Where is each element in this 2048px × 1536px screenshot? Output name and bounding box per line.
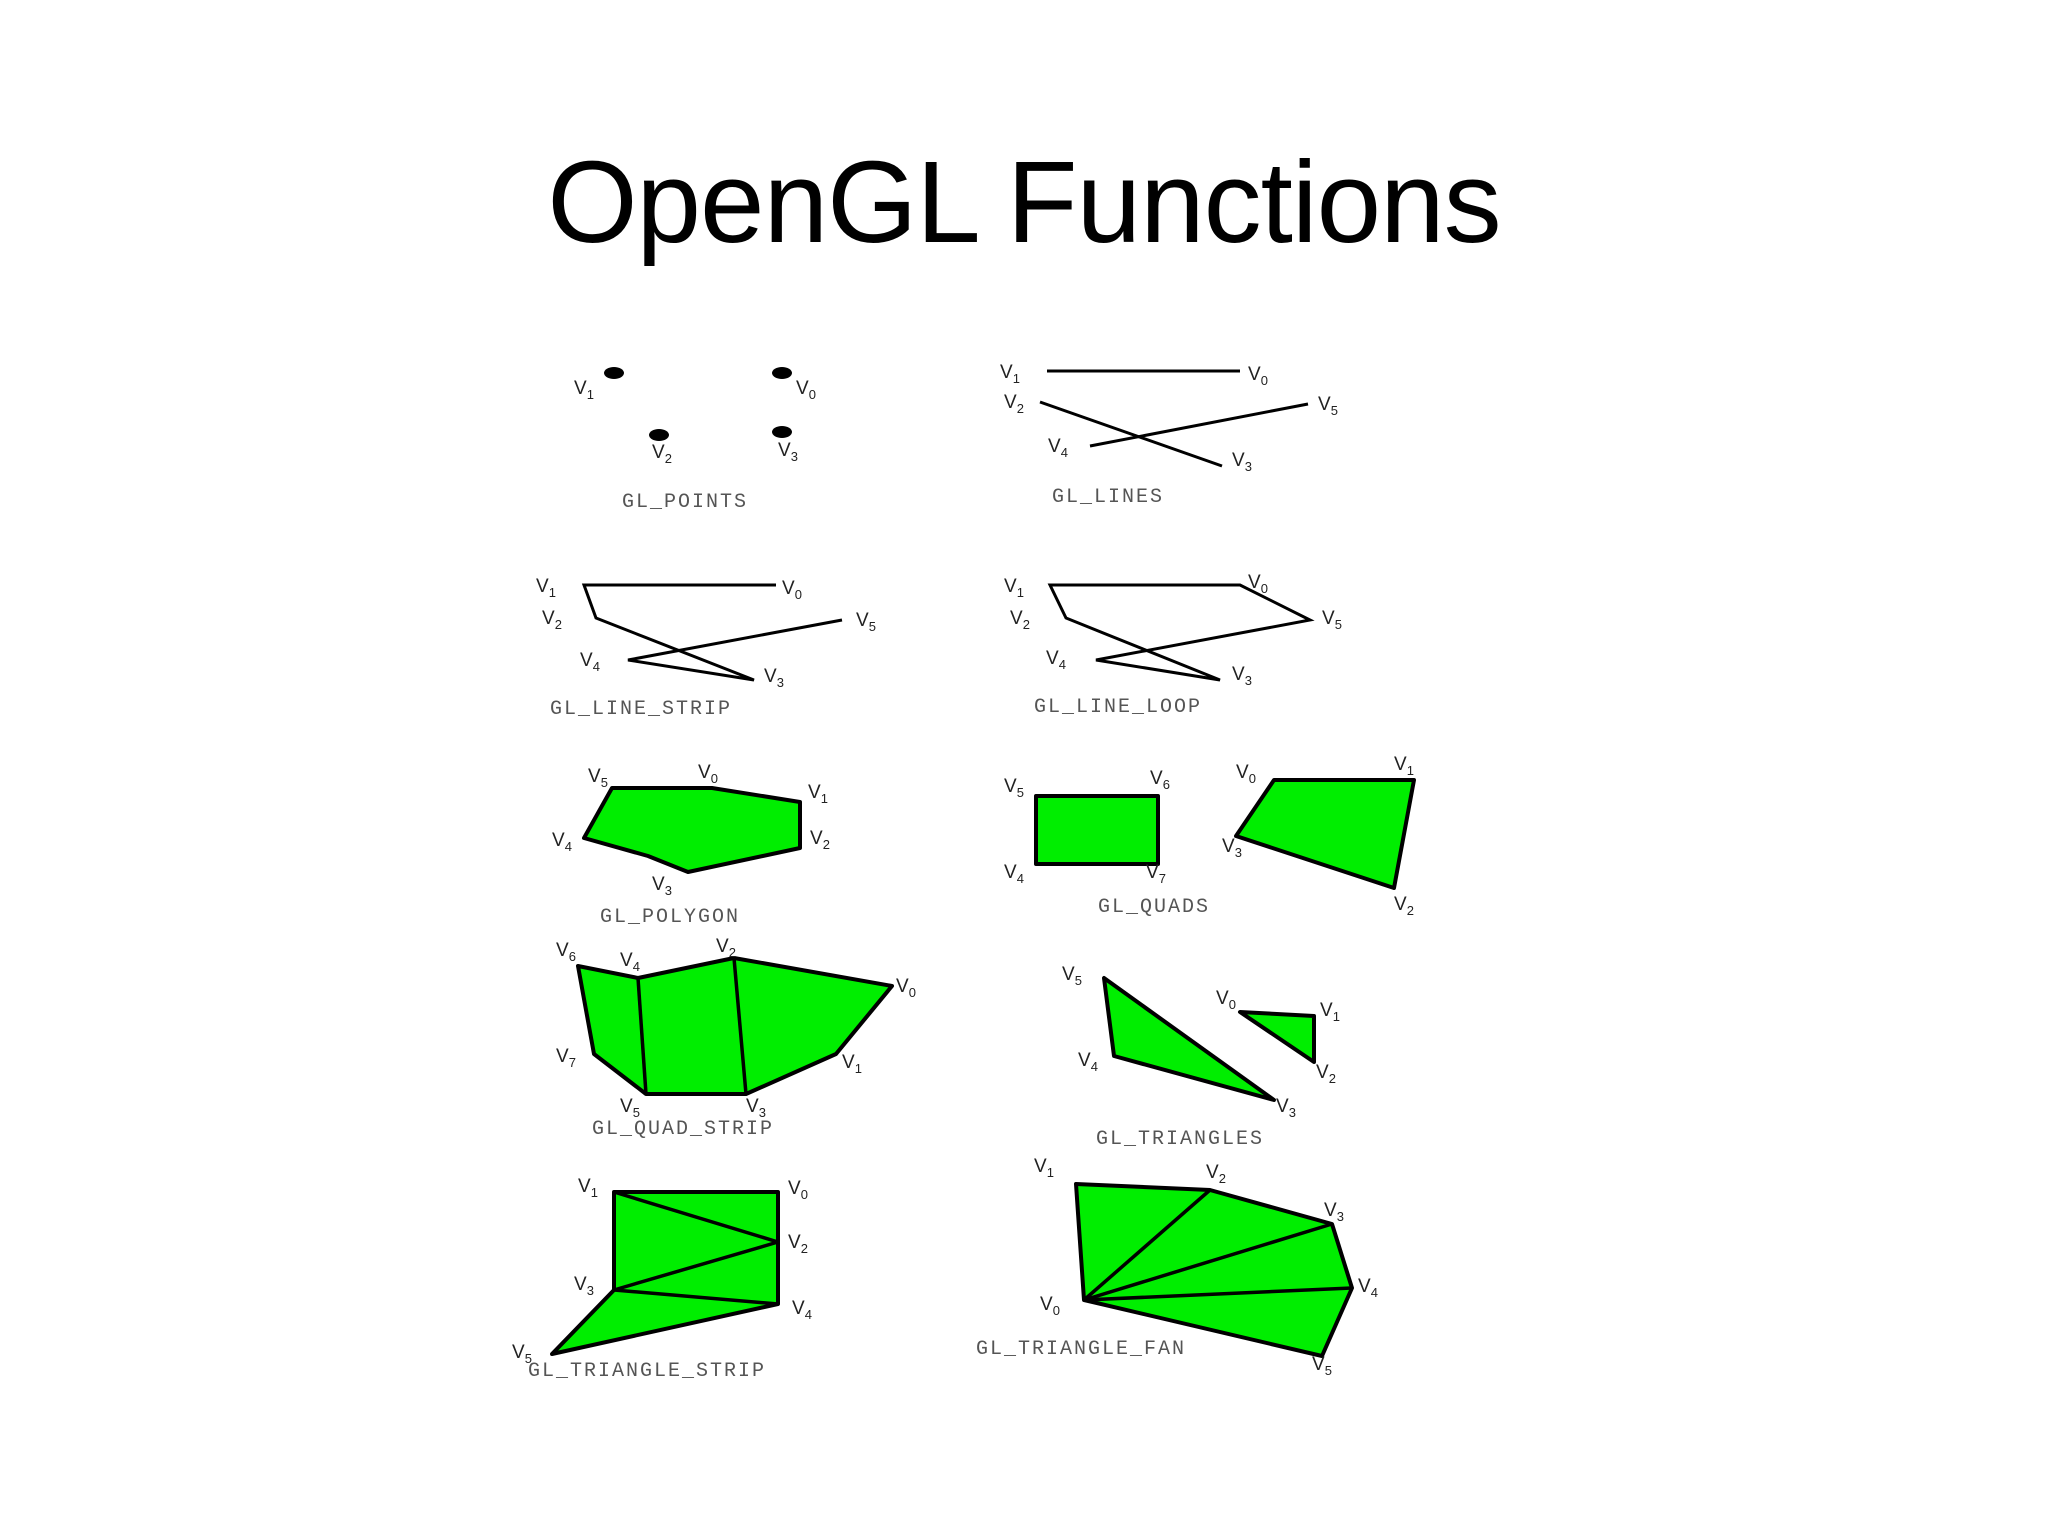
vertex-label: V0 (788, 1178, 808, 1202)
vertex-label: V3 (778, 440, 798, 464)
vertex-label: V6 (1150, 768, 1170, 792)
vertex-label: V2 (542, 608, 562, 632)
vertex-label: V4 (552, 830, 572, 854)
vertex-label: V5 (856, 610, 876, 634)
vertex-label: V1 (574, 378, 594, 402)
vertex-label: V3 (746, 1096, 766, 1120)
vertex-label: V2 (1010, 608, 1030, 632)
vertex-label: V4 (1046, 648, 1066, 672)
vertex-label: V5 (588, 766, 608, 790)
vertex-label: V1 (1394, 754, 1414, 778)
caption-gl-triangle-strip: GL_TRIANGLE_STRIP (528, 1360, 766, 1383)
diagram-gl-line-strip: V1 V0 V2 V5 V4 V3 GL_LINE_STRIP (536, 576, 876, 721)
caption-gl-lines: GL_LINES (1052, 486, 1164, 509)
diagram-gl-quad-strip: V6 V4 V2 V0 V7 V1 V5 V3 GL_QUAD_STRIP (556, 936, 916, 1141)
vertex-label: V6 (556, 940, 576, 964)
diagram-gl-line-loop: V1 V0 V2 V5 V4 V3 GL_LINE_LOOP (1004, 572, 1342, 719)
vertex-label: V4 (1048, 436, 1068, 460)
vertex-label: V3 (764, 666, 784, 690)
vertex-label: V2 (788, 1232, 808, 1256)
diagram-gl-quads: V5 V6 V4 V7 V0 V1 V3 V2 GL_QUADS (1004, 754, 1416, 919)
caption-gl-polygon: GL_POLYGON (600, 906, 740, 929)
vertex-label: V3 (652, 874, 672, 898)
vertex-label: V7 (1146, 862, 1166, 886)
vertex-label: V5 (1062, 964, 1082, 988)
point-v2 (649, 429, 669, 441)
vertex-label: V0 (896, 976, 916, 1000)
vertex-label: V2 (1394, 894, 1414, 918)
caption-gl-line-loop: GL_LINE_LOOP (1034, 696, 1202, 719)
vertex-label: V5 (1004, 776, 1024, 800)
vertex-label: V0 (1040, 1294, 1060, 1318)
diagram-gl-triangle-fan: V1 V2 V3 V4 V0 V5 GL_TRIANGLE_FAN (976, 1156, 1378, 1378)
vertex-label: V4 (1004, 862, 1024, 886)
vertex-label: V0 (796, 378, 816, 402)
vertex-label: V2 (1316, 1062, 1336, 1086)
vertex-label: V2 (652, 442, 672, 466)
vertex-label: V1 (1034, 1156, 1054, 1180)
caption-gl-triangle-fan: GL_TRIANGLE_FAN (976, 1338, 1186, 1361)
vertex-label: V3 (1324, 1200, 1344, 1224)
vertex-label: V4 (1078, 1050, 1098, 1074)
vertex-label: V2 (810, 828, 830, 852)
caption-gl-triangles: GL_TRIANGLES (1096, 1128, 1264, 1151)
point-v0 (772, 367, 792, 379)
vertex-label: V5 (512, 1342, 532, 1366)
caption-gl-quad-strip: GL_QUAD_STRIP (592, 1118, 774, 1141)
vertex-label: V5 (620, 1096, 640, 1120)
vertex-label: V3 (574, 1274, 594, 1298)
vertex-label: V7 (556, 1046, 576, 1070)
point-v3 (772, 426, 792, 438)
vertex-label: V3 (1276, 1096, 1296, 1120)
slide-title: OpenGL Functions (547, 137, 1501, 267)
vertex-label: V5 (1318, 394, 1338, 418)
vertex-label: V3 (1232, 450, 1252, 474)
vertex-label: V2 (1206, 1162, 1226, 1186)
vertex-label: V0 (1216, 988, 1236, 1012)
vertex-label: V3 (1232, 664, 1252, 688)
caption-gl-points: GL_POINTS (622, 491, 748, 514)
vertex-label: V1 (578, 1176, 598, 1200)
vertex-label: V0 (782, 578, 802, 602)
diagram-gl-triangle-strip: V1 V0 V2 V3 V4 V5 GL_TRIANGLE_STRIP (512, 1176, 812, 1383)
diagram-gl-lines: V1 V0 V2 V5 V4 V3 GL_LINES (1000, 362, 1338, 509)
caption-gl-line-strip: GL_LINE_STRIP (550, 698, 732, 721)
vertex-label: V5 (1312, 1354, 1332, 1378)
vertex-label: V1 (1320, 1000, 1340, 1024)
vertex-label: V1 (536, 576, 556, 600)
diagram-gl-triangles: V5 V4 V3 V0 V1 V2 GL_TRIANGLES (1062, 964, 1340, 1151)
vertex-label: V0 (698, 762, 718, 786)
vertex-label: V4 (620, 950, 640, 974)
vertex-label: V4 (792, 1298, 812, 1322)
vertex-label: V1 (1000, 362, 1020, 386)
vertex-label: V4 (580, 650, 600, 674)
vertex-label: V0 (1248, 572, 1268, 596)
vertex-label: V0 (1236, 762, 1256, 786)
point-v1 (604, 367, 624, 379)
vertex-label: V1 (842, 1052, 862, 1076)
vertex-label: V0 (1248, 364, 1268, 388)
caption-gl-quads: GL_QUADS (1098, 896, 1210, 919)
diagram-gl-points: V1 V0 V2 V3 GL_POINTS (574, 367, 816, 514)
vertex-label: V1 (1004, 576, 1024, 600)
diagram-gl-polygon: V5 V0 V1 V4 V2 V3 GL_POLYGON (552, 762, 830, 929)
vertex-label: V3 (1222, 836, 1242, 860)
vertex-label: V4 (1358, 1276, 1378, 1300)
vertex-label: V1 (808, 782, 828, 806)
vertex-label: V2 (1004, 392, 1024, 416)
vertex-label: V5 (1322, 608, 1342, 632)
vertex-label: V2 (716, 936, 736, 960)
